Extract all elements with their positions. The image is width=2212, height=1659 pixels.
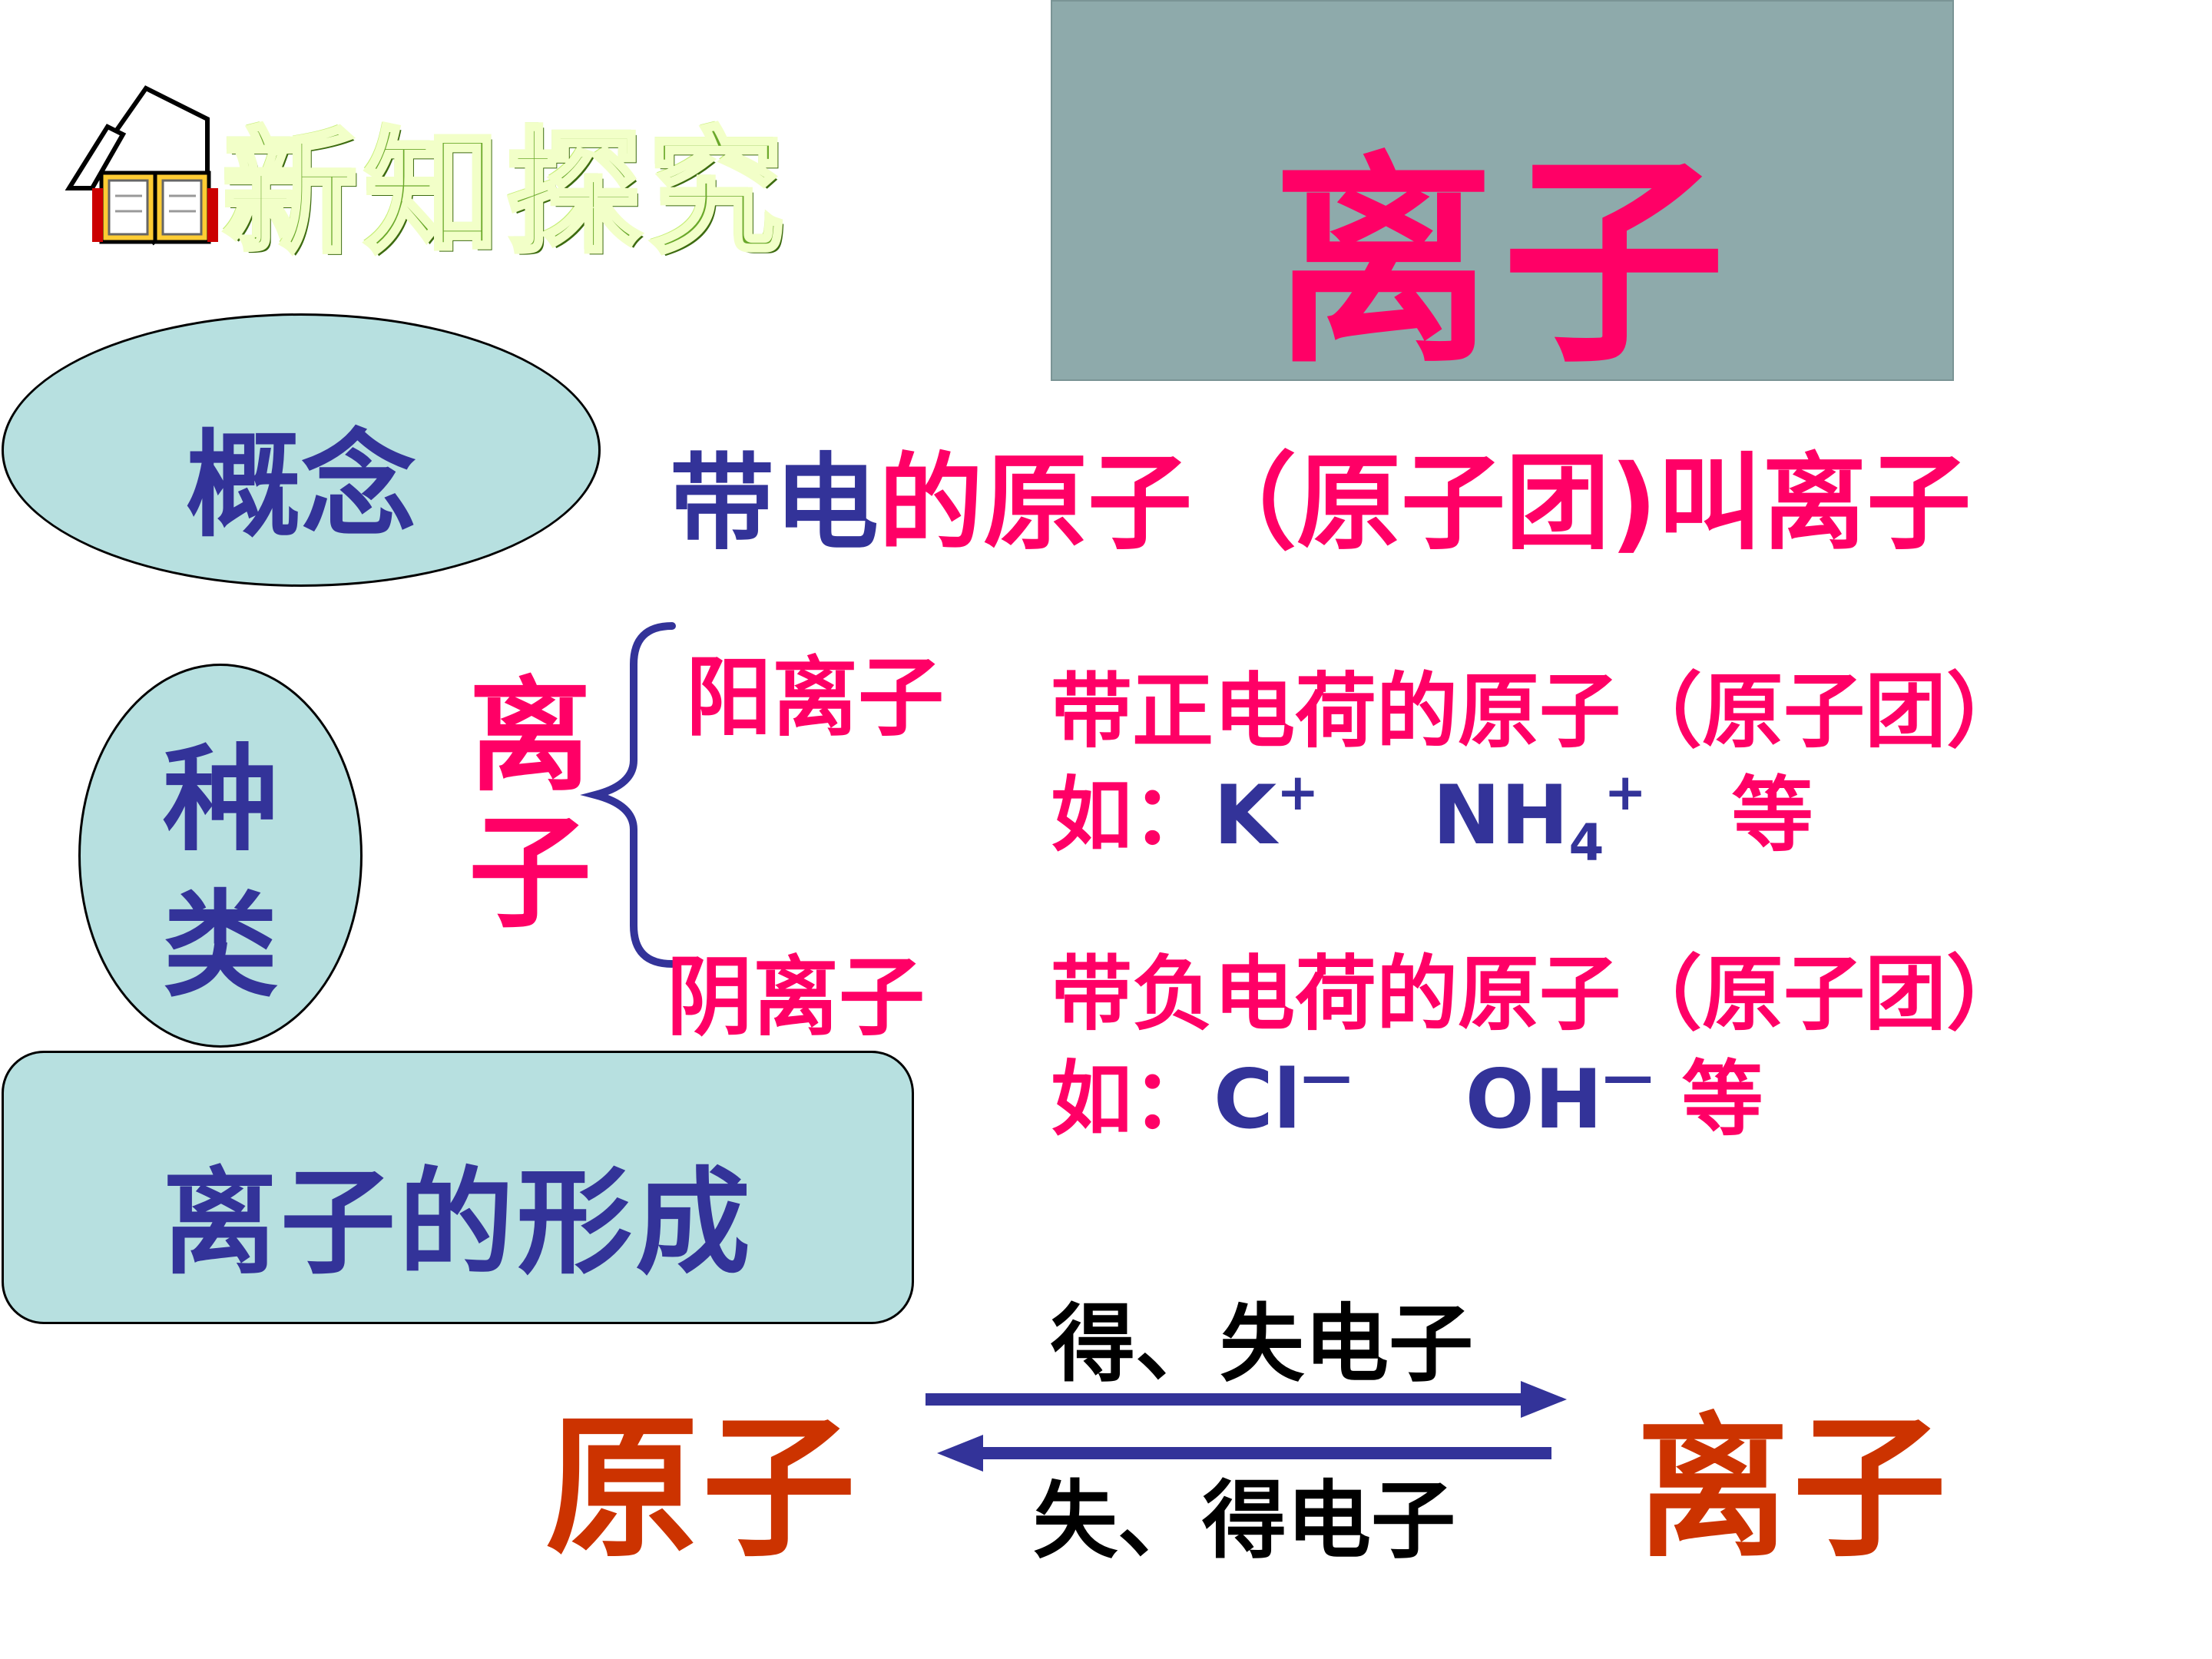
forward-arrow bbox=[926, 1381, 1567, 1418]
ion-word: 离子 bbox=[1636, 1399, 1950, 1578]
backward-arrow-label: 失、得电子 bbox=[1033, 1472, 1455, 1570]
definition-part1: 带电 bbox=[670, 443, 879, 565]
anion-example-suffix: 等 bbox=[1681, 1052, 1763, 1147]
concept-label: 概念 bbox=[185, 419, 416, 553]
ion-vertical-line2: 子 bbox=[469, 801, 592, 945]
kinds-label-line1: 种 bbox=[162, 733, 278, 867]
ion-vertical-line1: 离 bbox=[469, 664, 592, 808]
cation-example-prefix: 如： bbox=[1051, 768, 1214, 863]
cation-examples: 如：K+ NH4+ 等 bbox=[1051, 749, 1813, 873]
anion-description: 带负电荷的原子（原子团） bbox=[1051, 928, 2028, 1046]
ion-definition: 带电的原子（原子团)叫离子 bbox=[670, 419, 1971, 570]
cation-label: 阳离子 bbox=[686, 648, 944, 748]
cation-example-nh4: NH4+ bbox=[1432, 763, 1647, 873]
kinds-label-line2: 类 bbox=[162, 879, 278, 1013]
page-title: 离子 bbox=[1272, 134, 1733, 393]
anion-desc-part2: 电荷的原子（原子团） bbox=[1214, 947, 2028, 1041]
section-badge bbox=[61, 73, 737, 265]
anion-example-oh: OH— bbox=[1465, 1047, 1654, 1147]
cation-desc-part1: 带正 bbox=[1051, 664, 1214, 759]
definition-part2: 的原子（原子团)叫离子 bbox=[879, 443, 1972, 565]
curly-brace bbox=[580, 622, 676, 968]
anion-label: 阴离子 bbox=[667, 948, 925, 1048]
kinds-label: 种 类 bbox=[81, 727, 360, 1019]
atom-word: 原子 bbox=[545, 1399, 859, 1578]
backward-arrow bbox=[937, 1435, 1551, 1472]
anion-example-cl: Cl— bbox=[1214, 1047, 1353, 1147]
section-label: 新知探究 bbox=[220, 114, 791, 274]
concept-oval: 概念 bbox=[2, 313, 601, 587]
reversible-arrows bbox=[926, 1381, 1567, 1472]
cation-example-suffix: 等 bbox=[1731, 768, 1813, 863]
cation-example-k: K+ bbox=[1214, 763, 1320, 863]
ion-vertical-label: 离 子 bbox=[469, 668, 591, 942]
formation-box: 离子的形成 bbox=[2, 1051, 914, 1324]
anion-desc-part1: 带负 bbox=[1051, 947, 1214, 1041]
anion-example-prefix: 如： bbox=[1051, 1052, 1214, 1147]
kinds-oval: 种 类 bbox=[78, 664, 363, 1048]
anion-examples: 如：Cl— OH— 等 bbox=[1051, 1033, 1763, 1151]
formation-label: 离子的形成 bbox=[161, 1157, 753, 1290]
title-box: 离子 bbox=[1051, 0, 1954, 393]
book-icon bbox=[65, 85, 218, 246]
cation-desc-part2: 电荷的原子（原子团） bbox=[1214, 664, 2028, 759]
cation-description: 带正电荷的原子（原子团） bbox=[1051, 645, 2028, 763]
forward-arrow-label: 得、失电子 bbox=[1051, 1295, 1473, 1393]
